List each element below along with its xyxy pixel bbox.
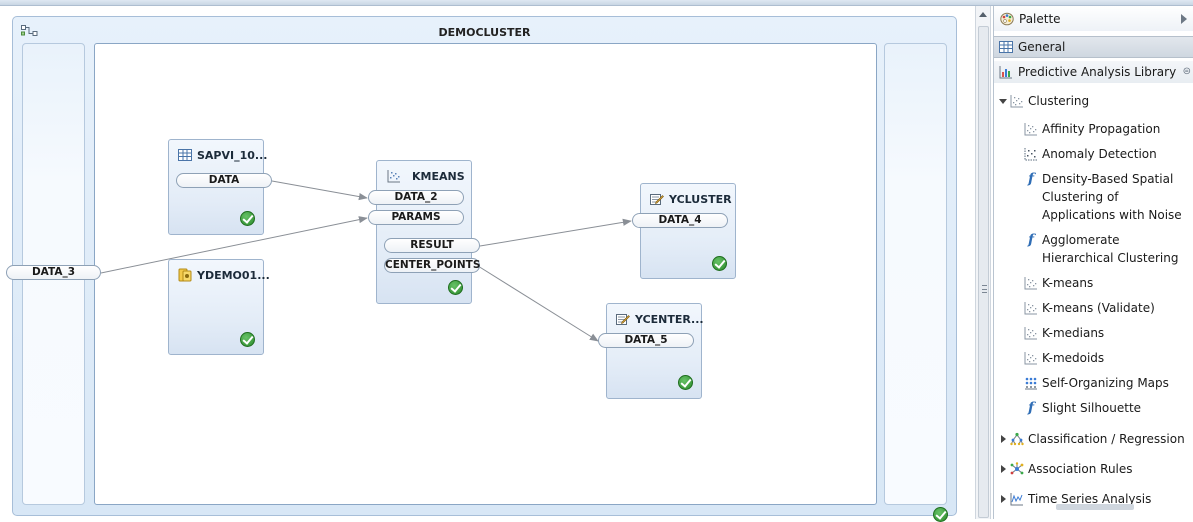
port-result[interactable]: RESULT xyxy=(384,238,480,253)
category-association-rules[interactable]: Association Rules xyxy=(994,460,1193,478)
scatter-icon xyxy=(387,170,400,183)
tree-icon xyxy=(1010,432,1024,446)
palette-header[interactable]: Palette xyxy=(994,6,1193,31)
tree-item-label: Time Series Analysis xyxy=(1028,492,1152,506)
category-classification-regression[interactable]: Classification / Regression xyxy=(994,430,1193,448)
status-ok-icon xyxy=(678,375,693,390)
drawer-general[interactable]: General xyxy=(994,36,1193,58)
expand-arrow-right-icon[interactable] xyxy=(1001,465,1006,473)
function-icon: f xyxy=(1027,400,1035,416)
edit-table-icon xyxy=(650,194,664,205)
tree-item-label: Slight Silhouette xyxy=(1042,401,1142,415)
expand-arrow-right-icon[interactable] xyxy=(1001,495,1006,503)
drawer-pal-label: Predictive Analysis Library xyxy=(1018,65,1177,79)
palette-item-self-organizing-maps[interactable]: Self-Organizing Maps xyxy=(994,374,1193,392)
palette-item-k-medoids[interactable]: K-medoids xyxy=(994,349,1193,367)
database-icon xyxy=(178,268,192,282)
table-icon xyxy=(999,41,1013,53)
scatter-icon xyxy=(1010,94,1024,108)
cluster-output-lane[interactable] xyxy=(884,43,947,505)
status-ok-icon xyxy=(240,211,255,226)
port-center-points[interactable]: CENTER_POINTS xyxy=(384,258,481,273)
tree-item-label: K-means (Validate) xyxy=(1042,301,1155,315)
canvas-vertical-scrollbar[interactable] xyxy=(975,6,991,519)
palette-item-density-based-spatial-clustering-of-applications-with-noise[interactable]: f Density-Based Spatial Clustering of App… xyxy=(994,170,1193,224)
scroll-up-arrow-icon[interactable] xyxy=(979,12,987,17)
palette-icon xyxy=(1000,12,1014,25)
palette-item-affinity-propagation[interactable]: Affinity Propagation xyxy=(994,120,1193,138)
scrollbar-thumb[interactable] xyxy=(978,26,989,518)
tree-item-label: Clustering xyxy=(1028,94,1090,108)
node-title: SAPVI_10... xyxy=(197,148,268,162)
tree-item-label: K-medoids xyxy=(1042,351,1105,365)
palette-title: Palette xyxy=(1019,11,1061,26)
tree-item-label: Classification / Regression xyxy=(1028,432,1185,446)
tree-item-label: Density-Based Spatial Clustering of Appl… xyxy=(1042,172,1182,222)
cluster-title: DEMOCLUSTER xyxy=(438,26,531,39)
node-title: YDEMO01... xyxy=(197,268,270,282)
drawer-predictive-analysis-library[interactable]: Predictive Analysis Library ⊜ xyxy=(994,61,1193,83)
palette-item-k-means[interactable]: K-means xyxy=(994,274,1193,292)
grip-icon xyxy=(982,285,987,293)
port-params[interactable]: PARAMS xyxy=(368,210,464,225)
port-data2[interactable]: DATA_2 xyxy=(368,190,464,205)
tree-item-label: K-means xyxy=(1042,276,1094,290)
palette-item-agglomerate-hierarchical-clustering[interactable]: f Agglomerate Hierarchical Clustering xyxy=(994,231,1193,267)
node-title: YCENTER... xyxy=(635,312,704,326)
scatter-icon xyxy=(1024,276,1038,290)
category-clustering[interactable]: Clustering xyxy=(994,92,1193,110)
status-ok-icon xyxy=(240,332,255,347)
tree-item-label: Self-Organizing Maps xyxy=(1042,376,1169,390)
node-title: YCLUSTER xyxy=(669,192,732,206)
node-ycenter[interactable]: YCENTER... xyxy=(606,303,704,399)
grid-dots-icon xyxy=(1024,376,1038,390)
scatter-icon xyxy=(1024,301,1038,315)
cluster-container[interactable]: DEMOCLUSTER xyxy=(12,16,957,522)
collapse-palette-icon[interactable] xyxy=(1181,14,1187,24)
palette-item-k-means-validate[interactable]: K-means (Validate) xyxy=(994,299,1193,317)
function-icon: f xyxy=(1027,171,1035,187)
scatter-dashed-icon xyxy=(1024,147,1038,161)
edit-table-icon xyxy=(616,314,630,325)
palette-scroll-indicator[interactable] xyxy=(1056,504,1134,510)
bar-chart-icon xyxy=(999,66,1012,79)
port-data[interactable]: DATA xyxy=(176,173,272,188)
tree-item-label: Agglomerate Hierarchical Clustering xyxy=(1042,233,1179,265)
tree-item-label: Affinity Propagation xyxy=(1042,122,1161,136)
expand-arrow-down-icon[interactable] xyxy=(999,99,1007,104)
function-icon: f xyxy=(1027,232,1035,248)
timeseries-icon xyxy=(1010,492,1024,506)
palette-item-k-medians[interactable]: K-medians xyxy=(994,324,1193,342)
status-ok-icon xyxy=(712,256,727,271)
tree-item-label: Anomaly Detection xyxy=(1042,147,1157,161)
node-ycluster[interactable]: YCLUSTER xyxy=(640,183,736,279)
table-icon xyxy=(178,149,192,161)
pin-icon[interactable]: ⊜ xyxy=(1182,66,1191,77)
status-ok-icon xyxy=(448,280,463,295)
scatter-icon xyxy=(1024,122,1038,136)
port-data4[interactable]: DATA_4 xyxy=(632,213,728,228)
palette-panel[interactable]: Palette General Predictive Analysis Libr… xyxy=(993,6,1193,519)
node-ydemo[interactable]: YDEMO01... xyxy=(168,259,270,355)
scatter-icon xyxy=(1024,326,1038,340)
tree-item-label: K-medians xyxy=(1042,326,1105,340)
palette-item-slight-silhouette[interactable]: f Slight Silhouette xyxy=(994,399,1193,417)
scatter-icon xyxy=(1024,351,1038,365)
cluster-status-ok-icon xyxy=(933,507,948,522)
node-kmeans[interactable]: KMEANS xyxy=(376,160,472,304)
tree-item-label: Association Rules xyxy=(1028,462,1133,476)
window-top-bar xyxy=(0,0,1193,6)
expand-arrow-right-icon[interactable] xyxy=(1001,435,1006,443)
drawer-general-label: General xyxy=(1018,40,1066,54)
port-data3[interactable]: DATA_3 xyxy=(6,265,101,280)
cluster-icon xyxy=(21,25,38,36)
category-time-series-analysis[interactable]: Time Series Analysis xyxy=(994,490,1193,508)
node-title: KMEANS xyxy=(412,169,465,183)
palette-item-anomaly-detection[interactable]: Anomaly Detection xyxy=(994,145,1193,163)
port-data5[interactable]: DATA_5 xyxy=(598,333,694,348)
network-icon xyxy=(1010,462,1024,476)
